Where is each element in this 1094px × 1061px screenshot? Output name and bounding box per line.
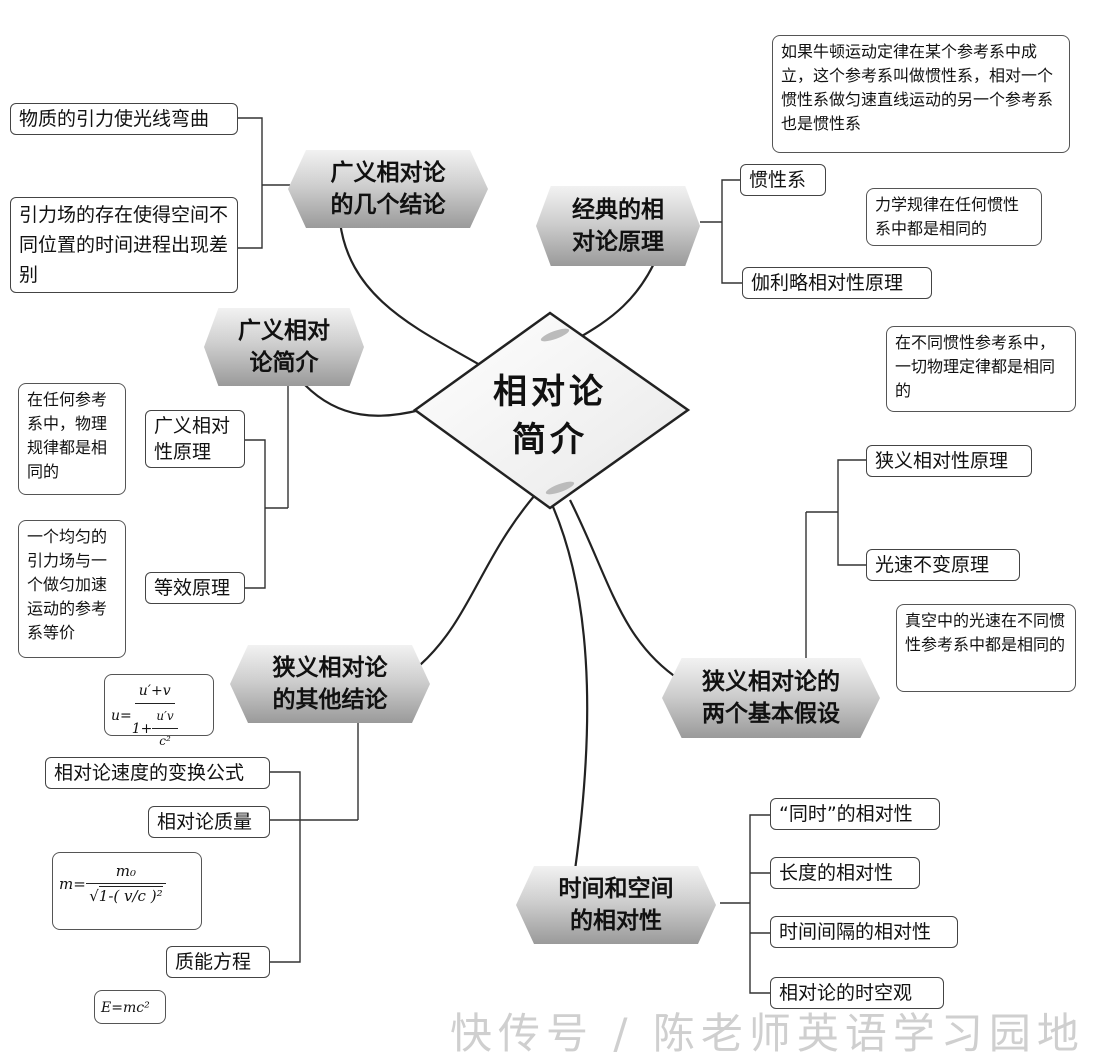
note-light-def: 真空中的光速在不同惯性参考系中都是相同的 bbox=[896, 604, 1076, 692]
center-line2: 简介 bbox=[512, 420, 588, 460]
leaf-mass-energy[interactable]: 质能方程 bbox=[166, 946, 270, 978]
branch-gr-conclusions-line2: 的几个结论 bbox=[330, 192, 446, 218]
formula-velocity-box: u= u′+v 1+ u′v c² bbox=[104, 674, 214, 748]
branch-sr-other-line1: 狭义相对论 bbox=[272, 655, 388, 681]
branch-gr-intro-line2: 论简介 bbox=[249, 350, 319, 376]
leaf-equivalence[interactable]: 等效原理 bbox=[145, 572, 245, 604]
center-diamond bbox=[412, 311, 691, 510]
branch-spacetime[interactable]: 时间和空间的相对性 bbox=[516, 866, 716, 944]
leaf-velocity-transform[interactable]: 相对论速度的变换公式 bbox=[45, 757, 270, 789]
branch-gr-intro[interactable]: 广义相对论简介 bbox=[204, 308, 364, 386]
branch-sr-postulates-line2: 两个基本假设 bbox=[702, 701, 840, 727]
leaf-time-interval[interactable]: 时间间隔的相对性 bbox=[770, 916, 958, 948]
formula-mass-box: m= m₀ √1-( v/c )² bbox=[52, 852, 202, 930]
leaf-special-principle[interactable]: 狭义相对性原理 bbox=[866, 445, 1032, 477]
formula-velocity-den-den: c² bbox=[159, 734, 171, 748]
leaf-light-bending[interactable]: 物质的引力使光线弯曲 bbox=[10, 103, 238, 135]
branch-classical-line1: 经典的相 bbox=[572, 197, 664, 223]
formula-mass-num: m₀ bbox=[85, 859, 167, 884]
center-label: 相对论 简介 bbox=[465, 368, 635, 464]
formula-velocity-den-pre: 1+ bbox=[131, 720, 153, 737]
note-sr-principle-def: 在不同惯性参考系中，一切物理定律都是相同的 bbox=[886, 326, 1076, 412]
leaf-rel-mass[interactable]: 相对论质量 bbox=[148, 806, 270, 838]
formula-velocity-num: u′+v bbox=[134, 679, 175, 704]
formula-mass-lhs: m= bbox=[59, 874, 86, 893]
branch-sr-other-line2: 的其他结论 bbox=[272, 687, 388, 713]
note-inertial-def: 如果牛顿运动定律在某个参考系中成立，这个参考系叫做惯性系，相对一个惯性系做匀速直… bbox=[772, 35, 1070, 153]
formula-energy-box: E=mc² bbox=[94, 990, 166, 1024]
leaf-simultaneity[interactable]: “同时”的相对性 bbox=[770, 798, 940, 830]
leaf-gr-principle-line2: 性原理 bbox=[154, 441, 212, 463]
branch-sr-other[interactable]: 狭义相对论的其他结论 bbox=[230, 645, 430, 723]
note-galilean-def: 力学规律在任何惯性系中都是相同的 bbox=[866, 188, 1042, 246]
leaf-galilean[interactable]: 伽利略相对性原理 bbox=[742, 267, 932, 299]
formula-mass-den-text: 1-( v/c )² bbox=[98, 886, 163, 905]
formula-energy: E=mc² bbox=[101, 1000, 150, 1016]
branch-gr-conclusions-line1: 广义相对论 bbox=[330, 160, 446, 186]
formula-velocity-fraction: u′+v 1+ u′v c² bbox=[132, 679, 178, 753]
leaf-gr-principle[interactable]: 广义相对 性原理 bbox=[145, 410, 245, 468]
leaf-gr-principle-line1: 广义相对 bbox=[154, 415, 231, 437]
branch-classical[interactable]: 经典的相对论原理 bbox=[536, 186, 700, 266]
center-line1: 相对论 bbox=[493, 372, 607, 412]
formula-mass-den: √1-( v/c )² bbox=[89, 886, 163, 905]
branch-gr-intro-line1: 广义相对 bbox=[238, 318, 330, 344]
branch-spacetime-line1: 时间和空间 bbox=[558, 876, 674, 902]
formula-velocity-den-num: u′v bbox=[152, 704, 178, 729]
note-gr-def: 在任何参考系中，物理规律都是相同的 bbox=[18, 383, 126, 495]
leaf-time-diff[interactable]: 引力场的存在使得空间不同位置的时间进程出现差别 bbox=[10, 197, 238, 293]
branch-sr-postulates-line1: 狭义相对论的 bbox=[702, 669, 840, 695]
note-equiv-def: 一个均匀的引力场与一个做匀加速运动的参考系等价 bbox=[18, 520, 126, 658]
formula-mass-fraction: m₀ √1-( v/c )² bbox=[85, 859, 167, 908]
branch-gr-conclusions[interactable]: 广义相对论的几个结论 bbox=[288, 150, 488, 228]
branch-sr-postulates[interactable]: 狭义相对论的两个基本假设 bbox=[662, 658, 880, 738]
leaf-length[interactable]: 长度的相对性 bbox=[770, 857, 920, 889]
leaf-inertial-frame[interactable]: 惯性系 bbox=[740, 164, 826, 196]
branch-spacetime-line2: 的相对性 bbox=[570, 908, 662, 934]
branch-classical-line2: 对论原理 bbox=[572, 229, 664, 255]
leaf-light-constant[interactable]: 光速不变原理 bbox=[866, 549, 1020, 581]
watermark: 快传号 / 陈老师英语学习园地 bbox=[450, 1009, 1085, 1058]
leaf-spacetime-view[interactable]: 相对论的时空观 bbox=[770, 977, 944, 1009]
formula-velocity-lhs: u= bbox=[111, 708, 132, 724]
